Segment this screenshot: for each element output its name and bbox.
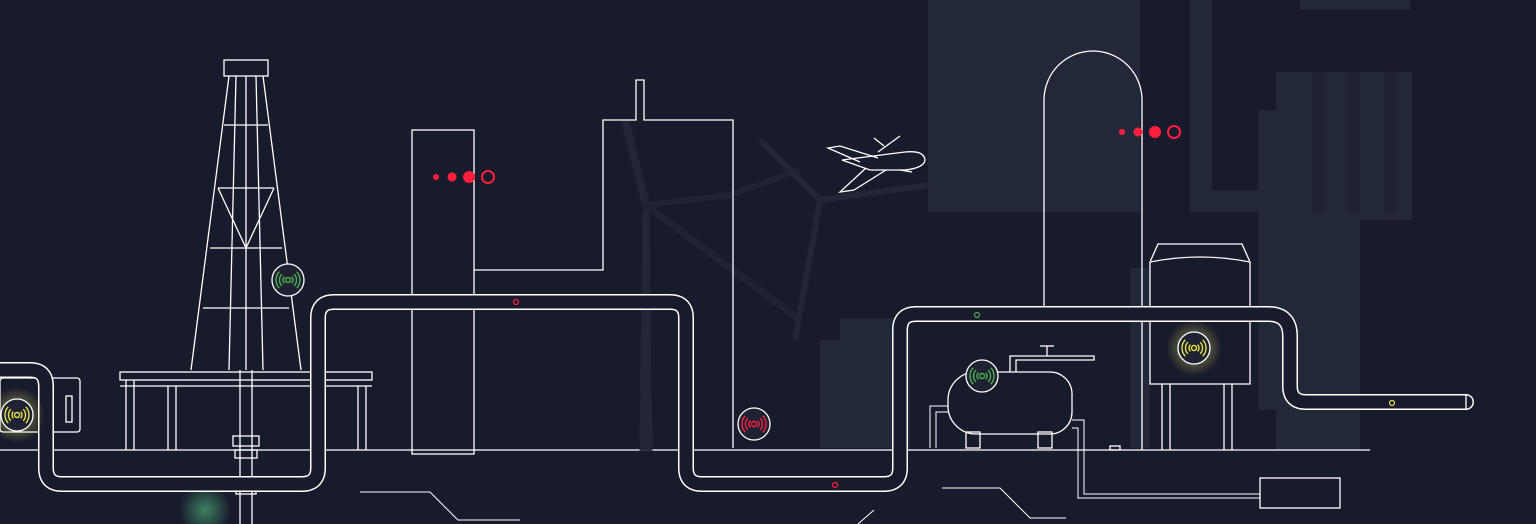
wind-turbine [621, 119, 803, 451]
pipeline [0, 294, 1474, 492]
radio-waves-icon [275, 271, 301, 289]
pipe-flow-dot [512, 298, 520, 306]
pipe-flow-dot [831, 481, 839, 489]
dome-silo [1043, 50, 1143, 451]
radio-waves-icon [4, 406, 30, 424]
tank-sensor[interactable] [965, 359, 999, 393]
pipe-flow-dot [1388, 399, 1396, 407]
factory-building [474, 79, 734, 448]
underground-glow [179, 484, 231, 524]
wind-turbine-2 [757, 137, 931, 341]
radio-waves-icon [969, 367, 995, 385]
drone-icon [825, 135, 926, 193]
tall-tower [411, 129, 475, 455]
drilling-rig-sensor[interactable] [271, 263, 305, 297]
tower-indicator-lights [433, 170, 495, 184]
dome-indicator-lights [1119, 125, 1181, 139]
circuit-lines [360, 487, 1066, 524]
wind-turbine-sensor[interactable] [737, 407, 771, 441]
pipe-flow-dot [973, 311, 981, 319]
silo-tank [1149, 243, 1251, 450]
radio-waves-icon [741, 415, 767, 433]
radio-waves-icon [1181, 339, 1207, 357]
background-skyline [820, 0, 1412, 450]
drilling-rig [119, 59, 373, 524]
silo-sensor[interactable] [1166, 320, 1222, 376]
storage-tank [929, 345, 1260, 499]
left-pump-sensor[interactable] [0, 387, 45, 443]
control-box [1259, 477, 1341, 509]
